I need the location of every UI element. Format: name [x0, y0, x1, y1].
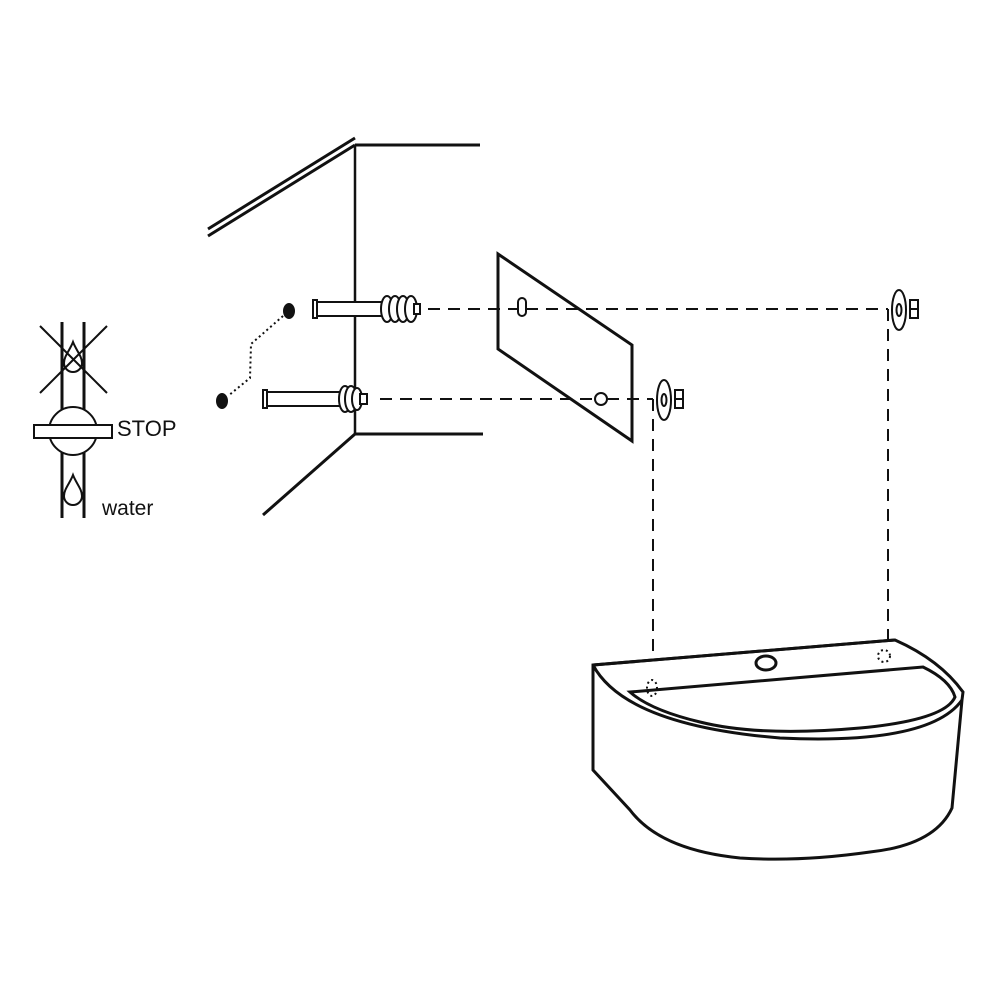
lower-anchor-bolt — [262, 385, 368, 413]
stop-label: STOP — [117, 416, 177, 441]
drill-hole-upper — [283, 303, 295, 319]
wall-corner — [207, 136, 483, 517]
drill-holes — [216, 303, 295, 409]
mounting-plate — [496, 251, 634, 444]
water-label: water — [102, 497, 154, 520]
plate-slot-hole — [517, 297, 527, 317]
washer-nut-right — [891, 289, 919, 331]
washbasin — [591, 638, 965, 861]
washer-nut-middle — [656, 379, 684, 421]
water-stop-valve-icon — [33, 322, 113, 518]
basin-mounting-hole-left — [646, 679, 658, 697]
crossed-water-drop-icon — [39, 325, 108, 394]
valve-handle-icon — [33, 406, 113, 456]
water-drop-icon — [62, 472, 84, 506]
alignment-guides — [380, 308, 889, 684]
plate-round-hole — [594, 392, 608, 406]
drill-hole-lower — [216, 393, 228, 409]
tap-hole — [754, 654, 778, 672]
upper-anchor-bolt — [312, 295, 421, 323]
basin-mounting-hole-right — [877, 649, 891, 663]
